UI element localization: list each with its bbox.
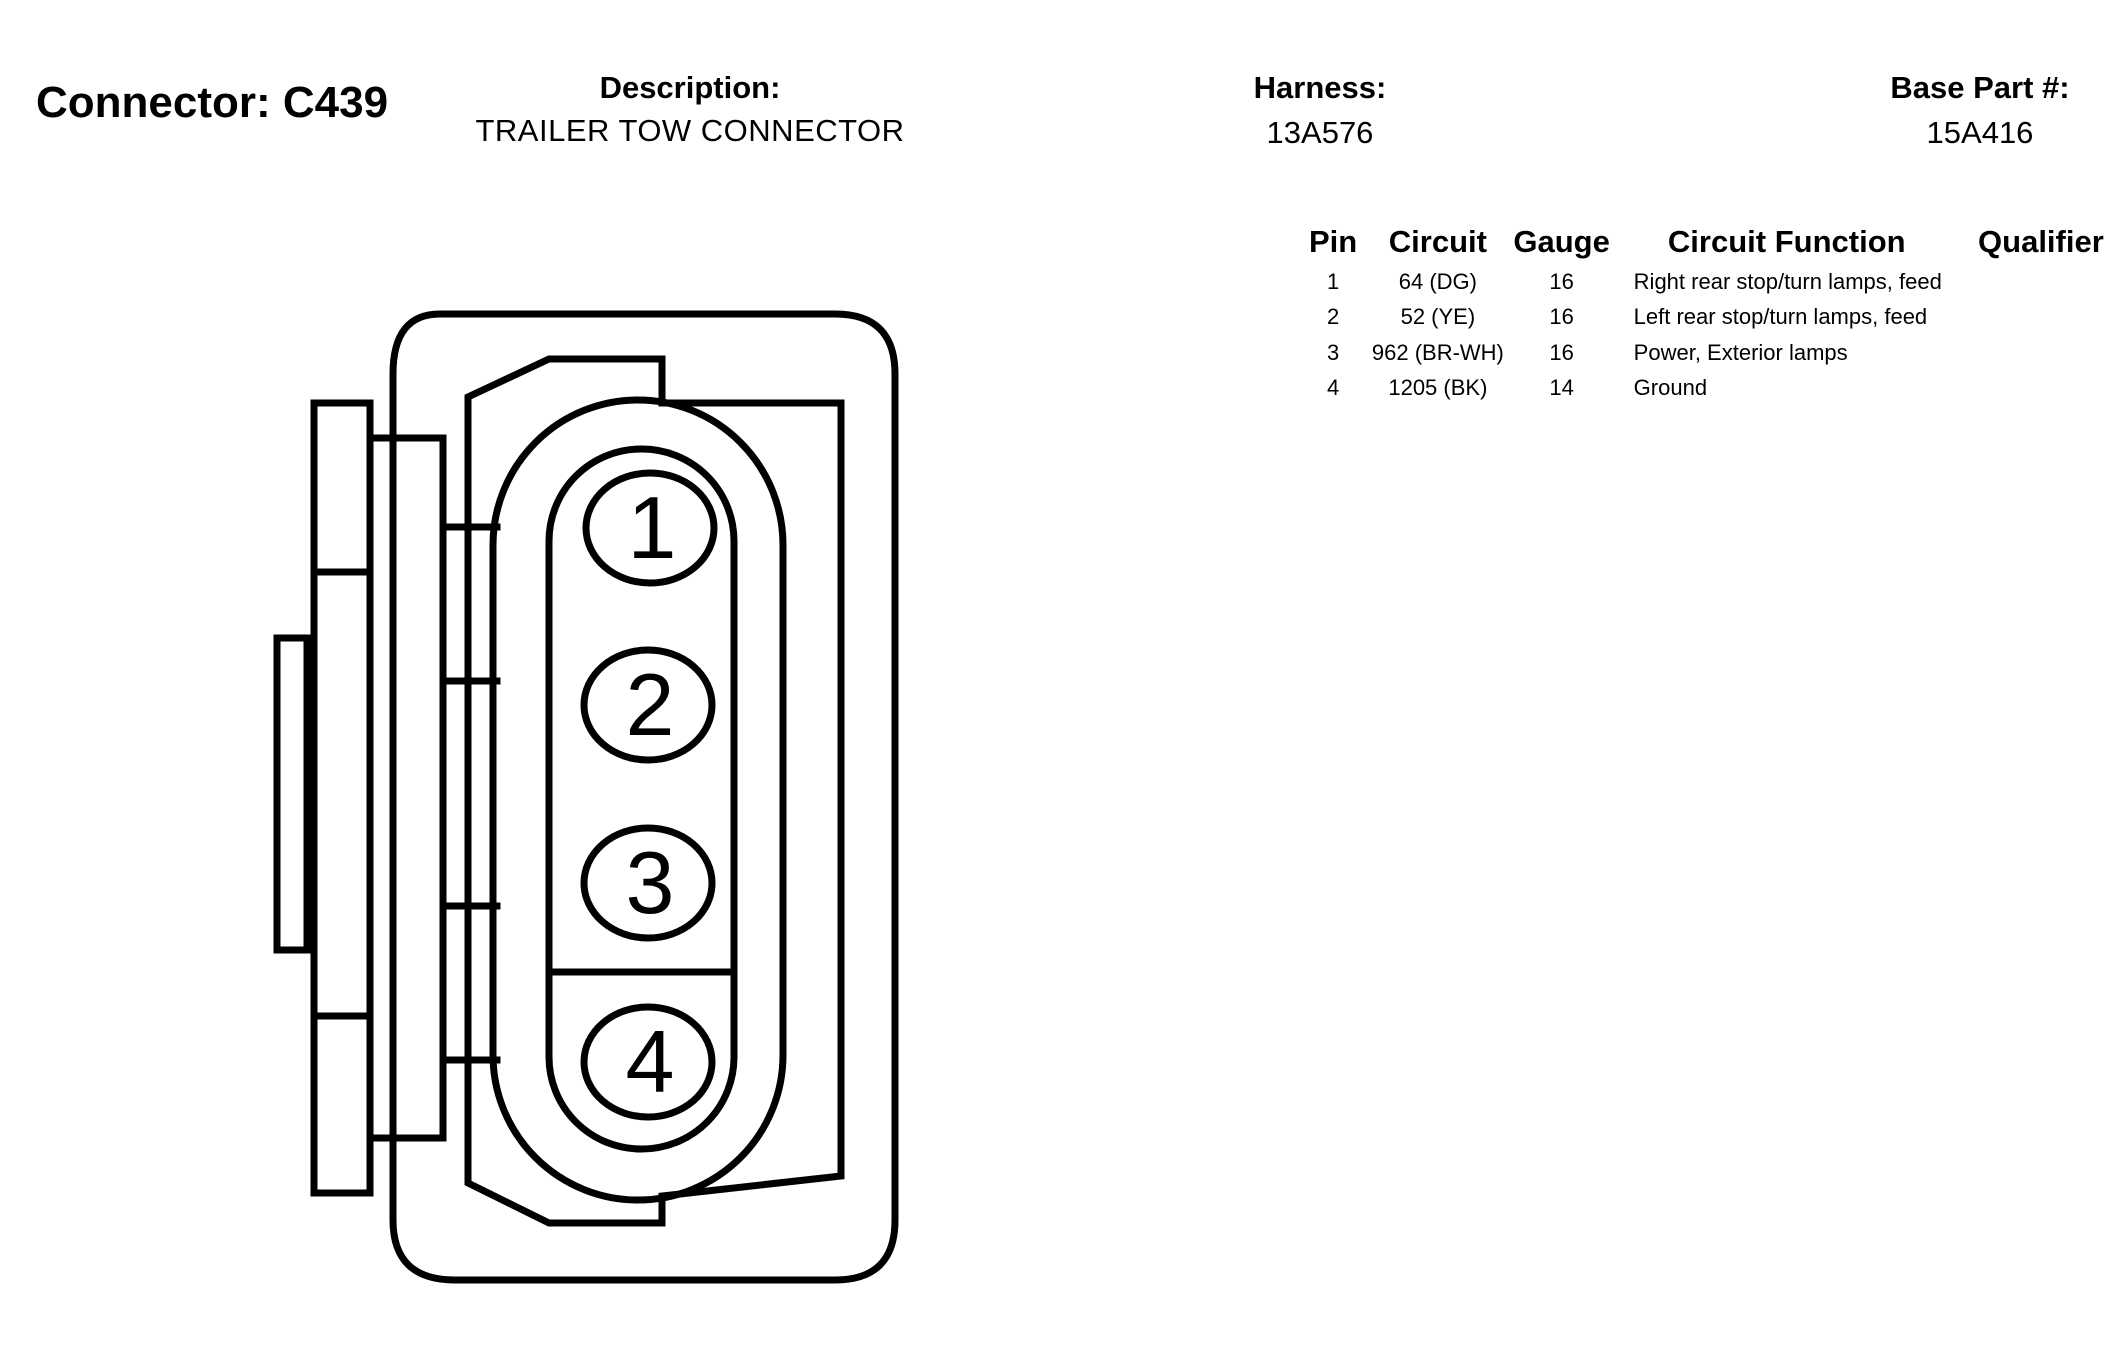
column-header-qualifier: Qualifier	[1978, 224, 2104, 259]
column-header-pin: Pin	[1308, 224, 1358, 259]
cell-gauge: 14	[1549, 375, 1574, 401]
pin-1-label: 1	[628, 478, 677, 577]
table-row: 4 1205 (BK) 14 Ground	[1300, 371, 2122, 407]
pin-cavity-outer	[489, 396, 787, 1204]
connector-housing-outline	[389, 310, 899, 1284]
cell-circuit: 52 (YE)	[1400, 304, 1476, 330]
cell-gauge: 16	[1549, 268, 1574, 294]
cell-function: Power, Exterior lamps	[1633, 339, 1848, 365]
pin-4-circle	[580, 1003, 716, 1121]
cell-function: Right rear stop/turn lamps, feed	[1633, 268, 1942, 294]
pin-cavity-inner	[545, 445, 738, 1153]
cell-qualifier	[1960, 300, 2122, 336]
cell-circuit: 1205 (BK)	[1388, 375, 1488, 401]
pin-4-label: 4	[626, 1012, 675, 1111]
column-header-gauge: Gauge	[1513, 224, 1610, 259]
harness-label: Harness:	[1253, 70, 1387, 105]
cell-pin: 1	[1326, 268, 1340, 294]
cell-circuit: 64 (DG)	[1398, 268, 1477, 294]
locking-tab-inner	[366, 434, 447, 1142]
inner-seal-outline	[464, 355, 845, 1227]
base-part-value: 15A416	[1926, 115, 2034, 150]
cell-circuit: 962 (BR-WH)	[1371, 339, 1504, 365]
cell-qualifier	[1960, 371, 2122, 407]
cell-pin: 3	[1326, 339, 1340, 365]
cell-qualifier	[1960, 335, 2122, 371]
table-row: 3 962 (BR-WH) 16 Power, Exterior lamps	[1300, 335, 2122, 371]
pin-3-circle	[580, 824, 716, 942]
description-value: TRAILER TOW CONNECTOR	[475, 113, 905, 148]
pin-2-circle	[580, 646, 716, 764]
cell-pin: 2	[1326, 304, 1340, 330]
harness-value: 13A576	[1266, 115, 1374, 150]
cell-qualifier	[1960, 264, 2122, 300]
cell-gauge: 16	[1549, 304, 1574, 330]
pin-1-circle	[582, 469, 718, 587]
cell-function: Left rear stop/turn lamps, feed	[1633, 304, 1928, 330]
pin-table-header-row: Pin Circuit Gauge Circuit Function Quali…	[1300, 220, 2122, 264]
table-row: 1 64 (DG) 16 Right rear stop/turn lamps,…	[1300, 264, 2122, 300]
pin-table: Pin Circuit Gauge Circuit Function Quali…	[1300, 220, 2122, 406]
cell-function: Ground	[1633, 375, 1708, 401]
pin-3-label: 3	[626, 833, 675, 932]
locking-tab-outer	[310, 399, 374, 1197]
column-header-circuit: Circuit	[1388, 224, 1487, 259]
pin-2-label: 2	[626, 655, 675, 754]
connector-face-diagram: 1 2 3 4	[273, 310, 899, 1284]
column-header-circuit-function: Circuit Function	[1667, 224, 1906, 259]
cell-gauge: 16	[1549, 339, 1574, 365]
description-label: Description:	[599, 70, 781, 105]
connector-title: Connector: C439	[36, 78, 389, 127]
cell-pin: 4	[1326, 375, 1340, 401]
base-part-label: Base Part #:	[1890, 70, 2070, 105]
table-row: 2 52 (YE) 16 Left rear stop/turn lamps, …	[1300, 300, 2122, 336]
locking-tab-latch	[273, 634, 311, 954]
